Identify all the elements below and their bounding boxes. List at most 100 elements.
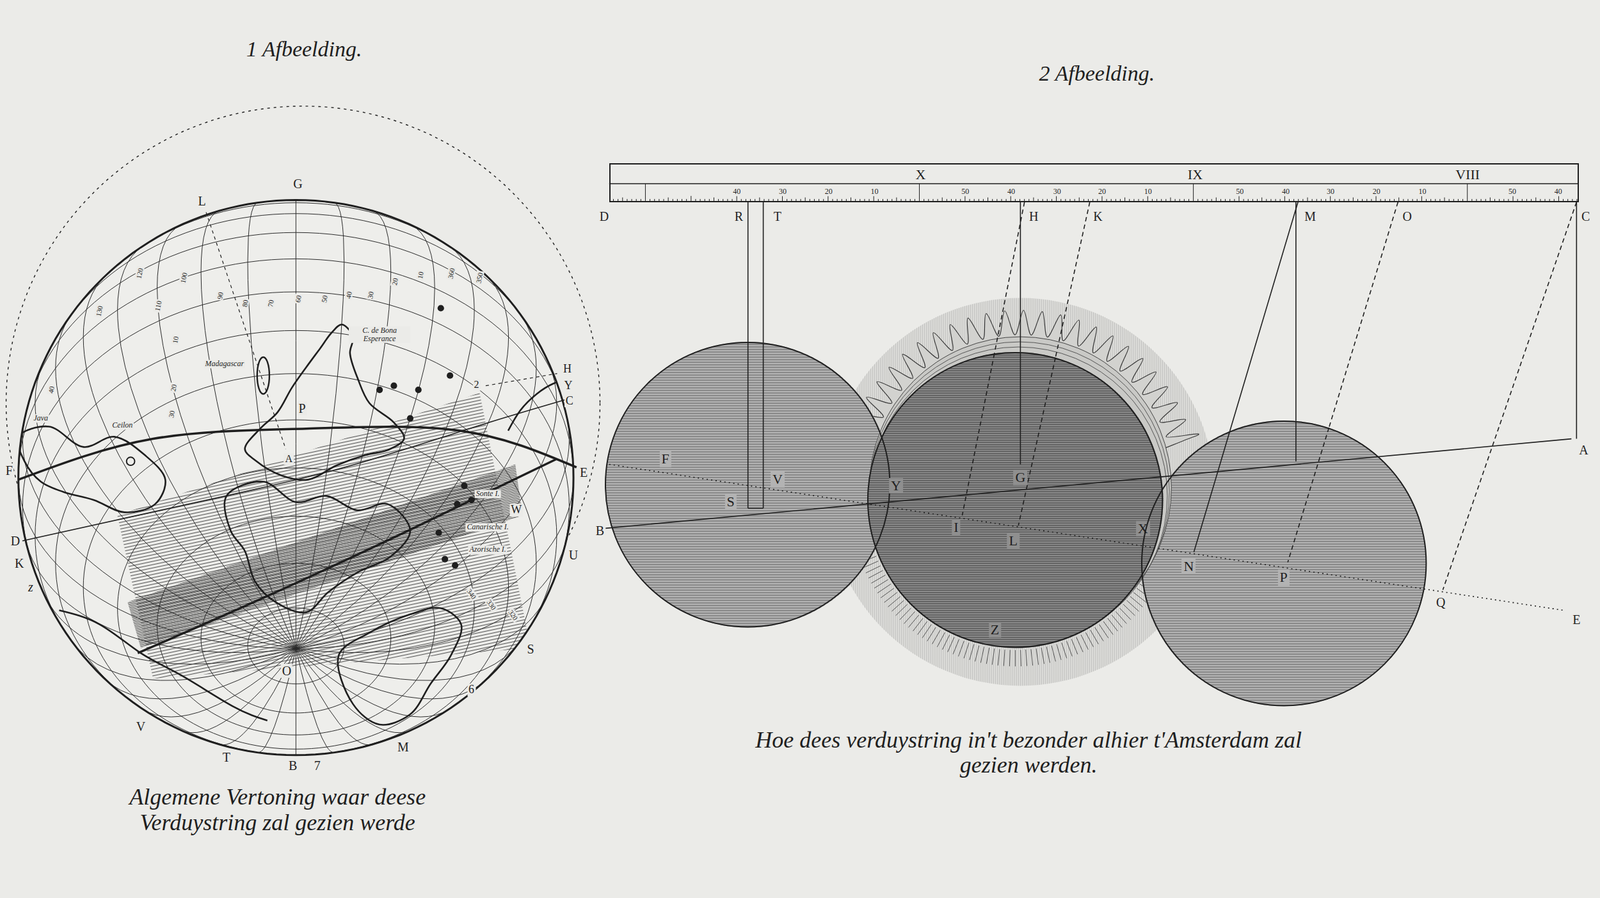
guide-line bbox=[1020, 352, 1022, 464]
degree-number: 90 bbox=[215, 290, 226, 302]
letter-label: H bbox=[561, 362, 573, 376]
projection-line bbox=[1576, 202, 1578, 440]
island bbox=[435, 529, 442, 536]
point-letter: L bbox=[1006, 533, 1019, 549]
letter-label: H bbox=[1027, 209, 1040, 224]
hour-numeral: X bbox=[913, 167, 928, 183]
projection-line bbox=[747, 202, 749, 342]
land-outline bbox=[17, 426, 166, 512]
time-scale-band: XIXVIII bbox=[609, 163, 1579, 203]
sun-ray bbox=[936, 632, 945, 648]
place-name: C. de Bona Esperance bbox=[348, 326, 411, 344]
degree-number: 360 bbox=[446, 266, 457, 281]
letter-label: A bbox=[283, 453, 294, 466]
island bbox=[437, 304, 445, 312]
island bbox=[257, 357, 270, 394]
sun-ray bbox=[868, 570, 884, 578]
island bbox=[441, 556, 448, 563]
land-outline bbox=[337, 607, 463, 725]
sun-ray bbox=[1020, 649, 1022, 666]
degree-number: 20 bbox=[168, 382, 179, 393]
sun-ray bbox=[1003, 649, 1005, 666]
letter-label: W bbox=[509, 503, 523, 517]
sun-ray bbox=[1080, 634, 1088, 650]
minute-number: 30 bbox=[1325, 187, 1336, 196]
sun-ray bbox=[1025, 649, 1028, 666]
sun-ray bbox=[1031, 648, 1033, 665]
moon-circle: NP bbox=[1141, 420, 1427, 706]
island bbox=[460, 482, 468, 489]
letter-label: G bbox=[291, 176, 304, 191]
minute-number: 10 bbox=[1143, 187, 1154, 196]
minute-number: 40 bbox=[731, 187, 742, 196]
sun-ray bbox=[1041, 647, 1044, 664]
minute-number: 20 bbox=[1371, 187, 1382, 196]
sun-ray bbox=[1071, 639, 1078, 655]
guide-line bbox=[747, 341, 749, 509]
letter-label: z bbox=[26, 579, 35, 594]
island bbox=[390, 382, 397, 390]
degree-number: 80 bbox=[240, 297, 250, 309]
point-letter: S bbox=[724, 494, 736, 510]
island bbox=[415, 386, 422, 393]
letter-label: M bbox=[1303, 209, 1318, 224]
letter-label: 7 bbox=[312, 758, 322, 773]
sun-ray bbox=[1009, 649, 1011, 666]
letter-label: O bbox=[1400, 209, 1413, 224]
degree-number: 350 bbox=[474, 270, 485, 285]
sun-ray bbox=[1056, 644, 1062, 661]
letter-label: D bbox=[598, 209, 610, 224]
moon-disk bbox=[604, 341, 891, 628]
island bbox=[446, 372, 454, 379]
sun-ray bbox=[871, 574, 886, 584]
letter-label: K bbox=[1091, 209, 1104, 224]
sun-ray bbox=[1015, 650, 1016, 667]
point-letter: F bbox=[659, 451, 671, 467]
minute-number: 50 bbox=[960, 187, 971, 196]
sun-ray bbox=[958, 640, 965, 656]
point-letter: P bbox=[1278, 569, 1290, 585]
sun-ray bbox=[1061, 642, 1067, 658]
letter-label: 2 bbox=[472, 378, 481, 391]
minute-number: 10 bbox=[1417, 187, 1428, 196]
sun-ray bbox=[980, 647, 984, 664]
graticule bbox=[18, 200, 574, 756]
minute-number: 10 bbox=[869, 187, 880, 196]
letter-label: K bbox=[13, 556, 25, 571]
globe-rim bbox=[18, 200, 574, 756]
moon-disk bbox=[1141, 420, 1427, 706]
place-name: Canarische I. bbox=[465, 523, 510, 532]
figure-heading: 2 Afbeelding. bbox=[1038, 61, 1157, 86]
moon-disk bbox=[604, 341, 891, 628]
letter-label: M bbox=[396, 739, 411, 754]
hour-numeral: IX bbox=[1185, 167, 1205, 183]
degree-number: 100 bbox=[178, 270, 189, 285]
projection-line bbox=[1230, 202, 1298, 432]
degree-number: 120 bbox=[134, 266, 145, 281]
caption: Hoe dees verduystring in't bezonder alhi… bbox=[752, 727, 1305, 779]
projection-line bbox=[1055, 202, 1090, 358]
point-letter: G bbox=[1013, 469, 1028, 486]
minute-number: 50 bbox=[1507, 187, 1518, 196]
projection-line bbox=[762, 202, 765, 344]
degree-number: 40 bbox=[46, 384, 56, 396]
minute-number: 40 bbox=[1006, 187, 1017, 196]
sun-ray bbox=[1085, 632, 1094, 648]
letter-label: R bbox=[733, 209, 745, 224]
letter-label: U bbox=[567, 547, 580, 562]
minute-number: 30 bbox=[1052, 187, 1063, 196]
circle-outline bbox=[867, 352, 1163, 648]
caption: Algemene Vertoning waar deese Verduystri… bbox=[71, 784, 484, 836]
coast-line bbox=[508, 377, 572, 431]
degree-number: 340 bbox=[464, 586, 479, 602]
sun-ray bbox=[986, 647, 989, 664]
sun-ray bbox=[1090, 629, 1099, 644]
letter-label: Y bbox=[563, 379, 575, 393]
eclipse-track bbox=[18, 426, 577, 480]
island bbox=[407, 415, 414, 422]
sun-ray bbox=[975, 645, 980, 662]
letter-label: O bbox=[280, 663, 293, 678]
place-name: Madagascar bbox=[203, 360, 246, 369]
letter-label: F bbox=[4, 463, 15, 478]
